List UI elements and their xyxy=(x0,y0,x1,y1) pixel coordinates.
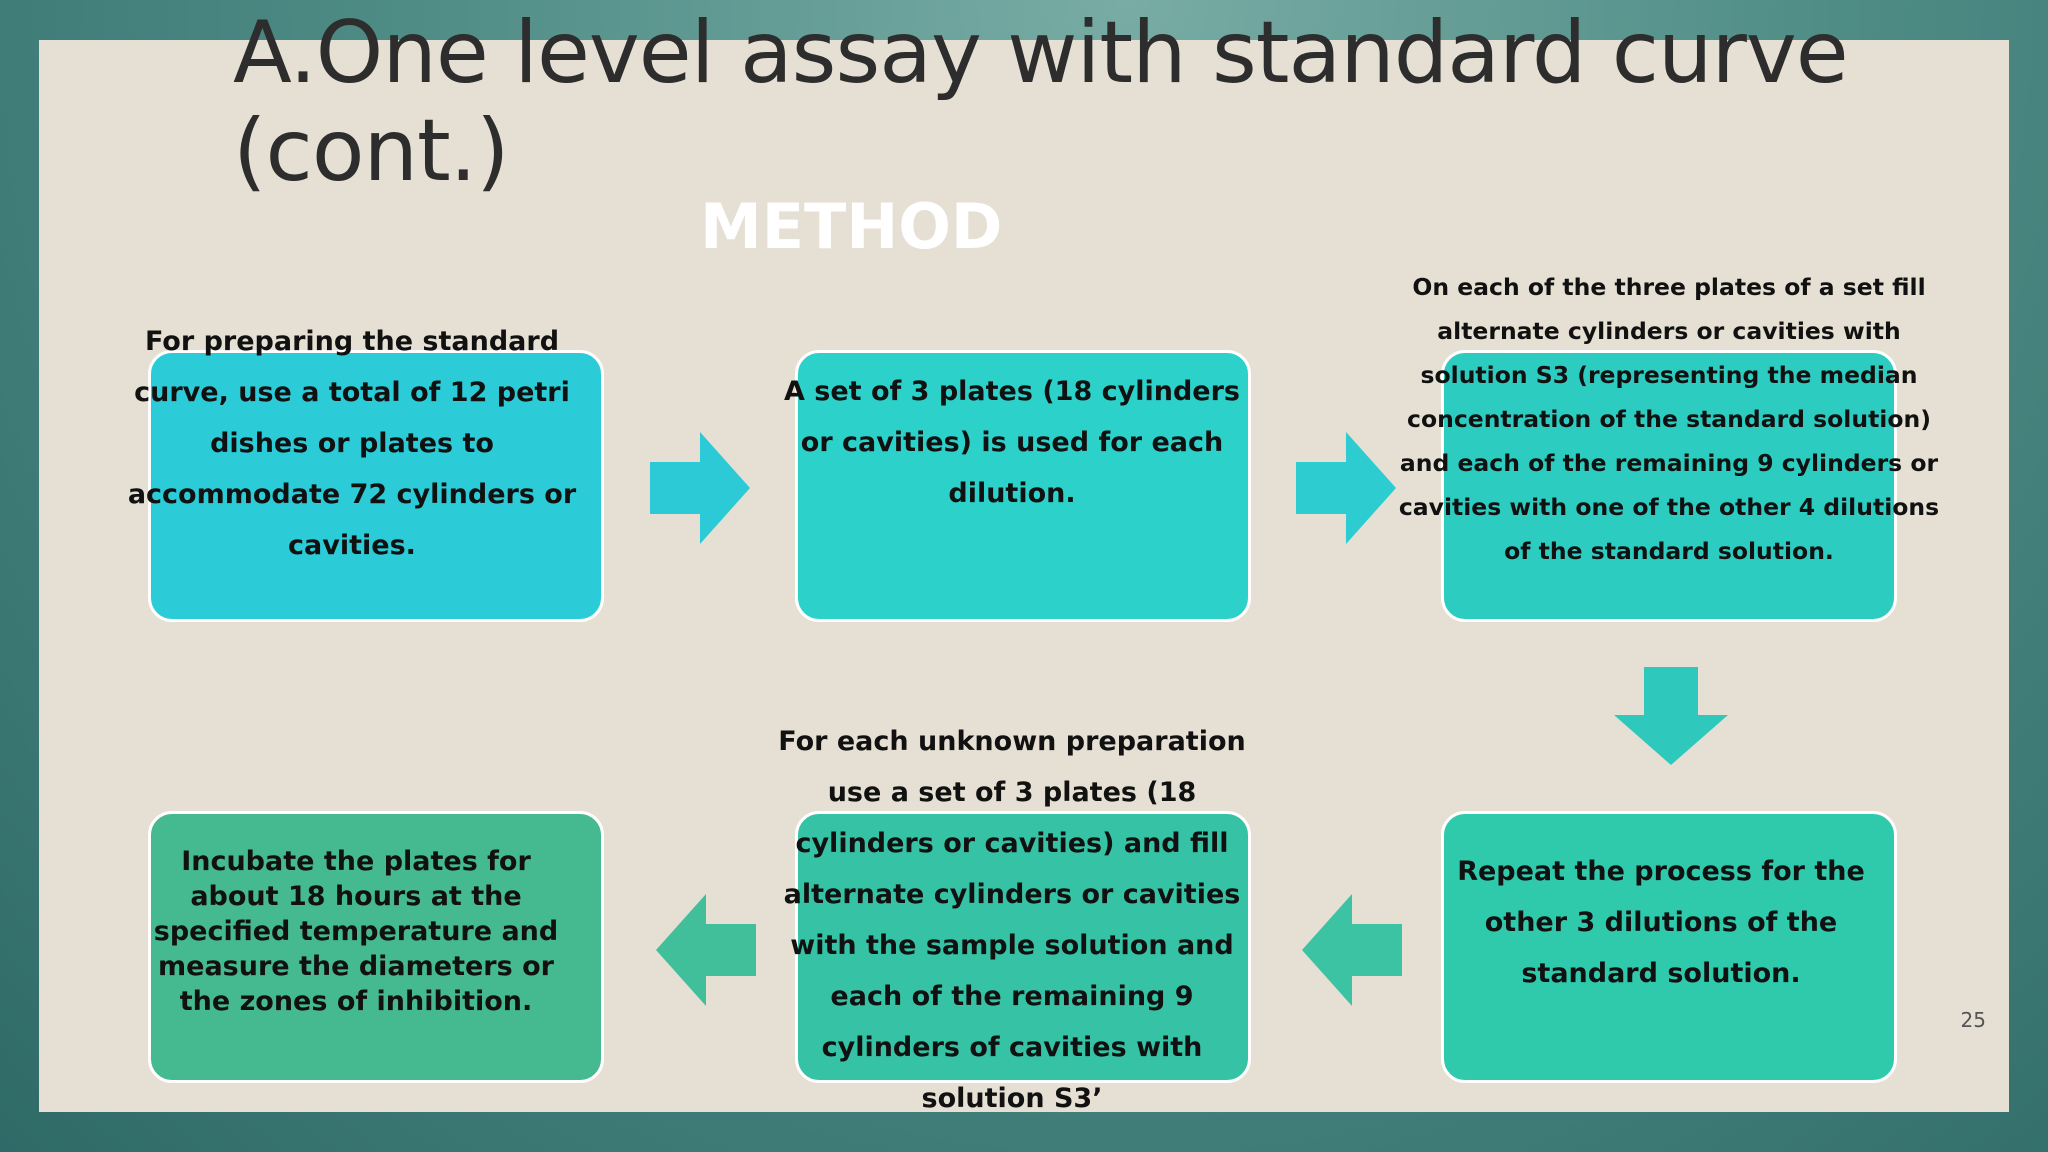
step-2-text: A set of 3 plates (18 cylinders or cavit… xyxy=(783,376,1241,509)
step-3-text: On each of the three plates of a set fil… xyxy=(1398,273,1940,565)
step-5-box xyxy=(795,811,1251,1083)
step-3-box xyxy=(1441,350,1897,622)
arrow-right-icon xyxy=(1296,432,1396,544)
step-6-text: Incubate the plates for about 18 hours a… xyxy=(153,846,559,1017)
step-1-text: For preparing the standard curve, use a … xyxy=(127,326,577,561)
arrow-left-icon xyxy=(1302,894,1402,1006)
arrow-left-icon xyxy=(656,894,756,1006)
arrow-down-icon xyxy=(1614,667,1728,765)
step-1-box xyxy=(148,350,604,622)
step-4-box xyxy=(1441,811,1897,1083)
page-number: 25 xyxy=(1960,1008,1986,1032)
step-4-text: Repeat the process for the other 3 dilut… xyxy=(1457,856,1865,989)
step-2-box xyxy=(795,350,1251,622)
step-5-text: For each unknown preparation use a set o… xyxy=(778,726,1246,1114)
step-6-box xyxy=(148,811,604,1083)
method-heading: METHOD xyxy=(700,190,1003,263)
slide-title: A.One level assay with standard curve (c… xyxy=(233,3,1849,201)
arrow-right-icon xyxy=(650,432,750,544)
